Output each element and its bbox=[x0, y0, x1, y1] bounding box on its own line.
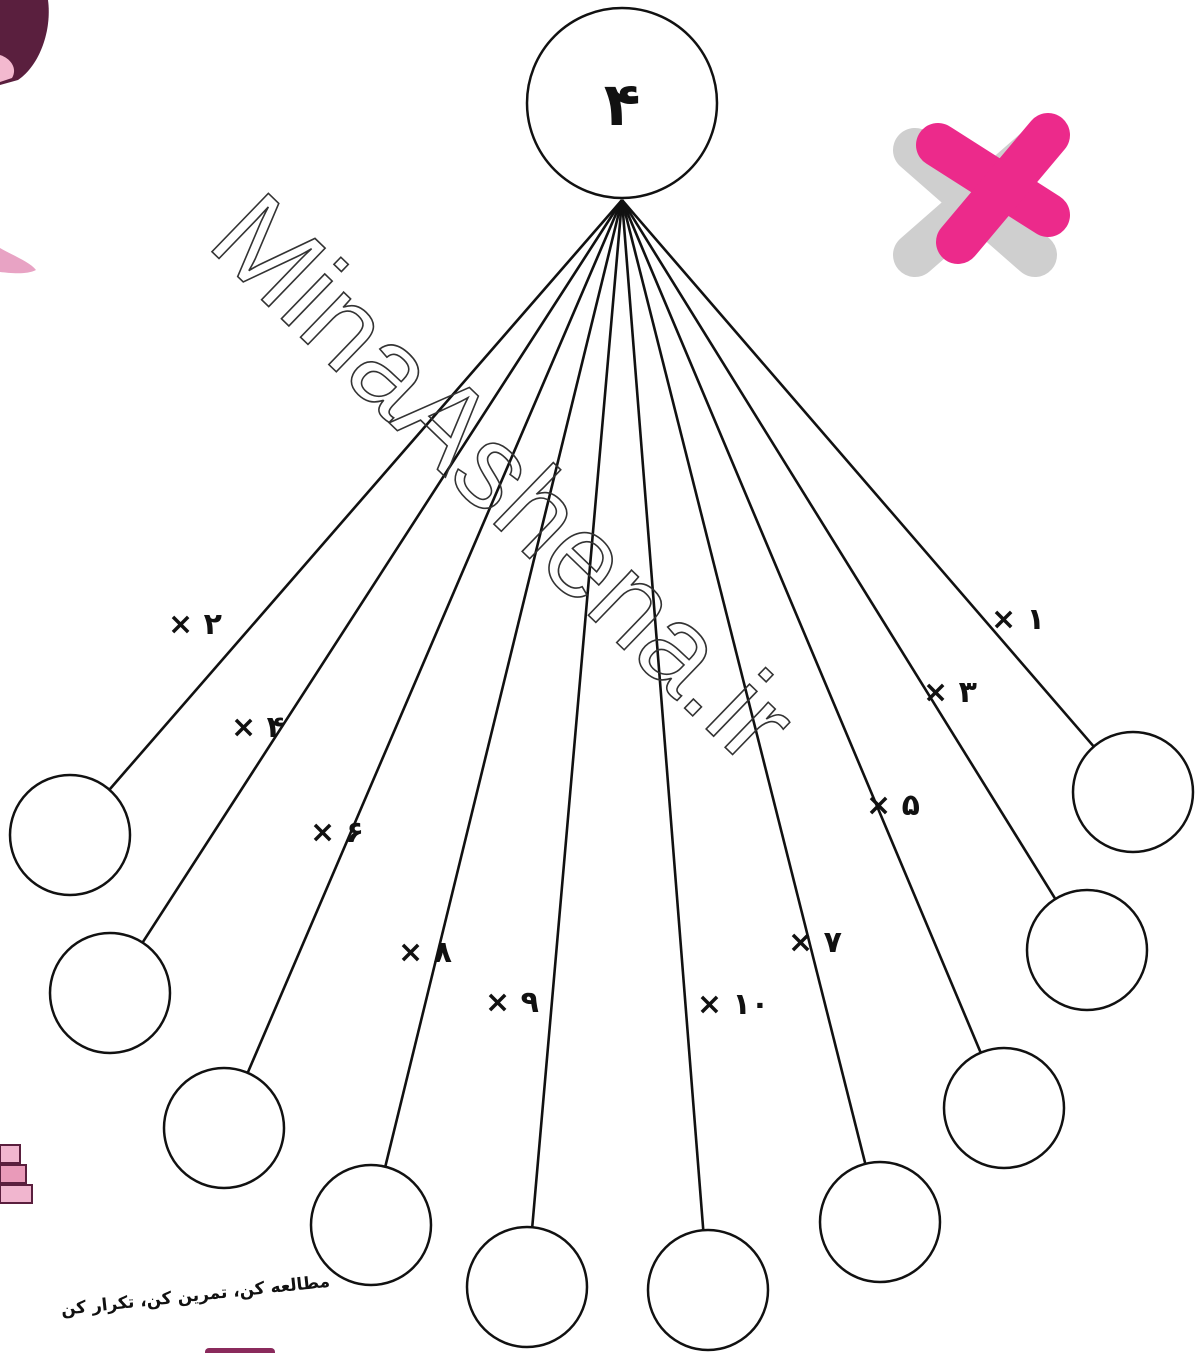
multiplier-label: × ۱۰ bbox=[697, 987, 769, 1022]
answer-circle[interactable] bbox=[164, 1068, 284, 1188]
pink-splash-decoration bbox=[0, 248, 36, 273]
center-number: ۴ bbox=[604, 70, 641, 140]
multiplier-label: × ۳ bbox=[923, 675, 977, 710]
answer-circle[interactable] bbox=[648, 1230, 768, 1350]
pink-tab-decoration bbox=[205, 1348, 275, 1353]
center-node: ۴ bbox=[527, 8, 717, 198]
multiplier-label: × ۶ bbox=[310, 815, 364, 850]
girl-illustration-fragment bbox=[0, 0, 49, 85]
answer-circle[interactable] bbox=[944, 1048, 1064, 1168]
answer-circle[interactable] bbox=[50, 933, 170, 1053]
answer-circle[interactable] bbox=[1027, 890, 1147, 1010]
answer-circle[interactable] bbox=[311, 1165, 431, 1285]
connector-line bbox=[622, 200, 1055, 899]
answer-circle[interactable] bbox=[467, 1227, 587, 1347]
answer-circle[interactable] bbox=[1073, 732, 1193, 852]
answer-circle[interactable] bbox=[820, 1162, 940, 1282]
multiplier-label: × ۹ bbox=[485, 985, 539, 1020]
multiplier-label: × ۱ bbox=[991, 602, 1045, 637]
multiplier-label: × ۲ bbox=[168, 607, 222, 642]
multiplier-label: × ۸ bbox=[398, 935, 452, 970]
multiply-icon bbox=[915, 135, 1048, 255]
answer-circles bbox=[10, 732, 1193, 1350]
multiplier-label: × ۵ bbox=[866, 788, 920, 823]
books-illustration-fragment bbox=[0, 1145, 32, 1203]
multiplier-label: × ۴ bbox=[231, 710, 285, 745]
connector-line bbox=[532, 200, 622, 1227]
answer-circle[interactable] bbox=[10, 775, 130, 895]
multiplier-label: × ۷ bbox=[788, 925, 842, 960]
watermark: MinaAshena.ir bbox=[187, 169, 821, 788]
